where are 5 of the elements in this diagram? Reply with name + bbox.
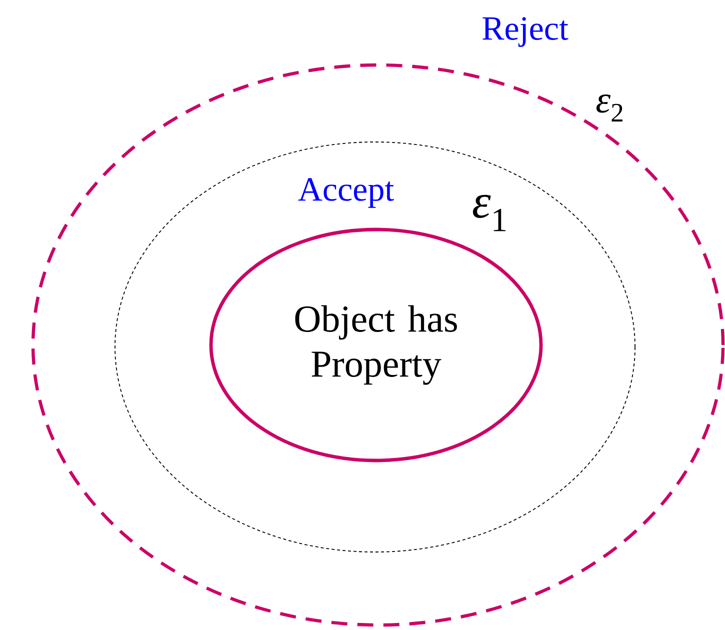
accept-label: Accept	[298, 178, 394, 208]
reject-label: Reject	[482, 17, 568, 47]
epsilon-label: ε$_{1}$	[472, 194, 506, 232]
epsilon-label: ε$_{2}$	[596, 94, 622, 122]
property-label: Object has Property	[295, 305, 457, 385]
